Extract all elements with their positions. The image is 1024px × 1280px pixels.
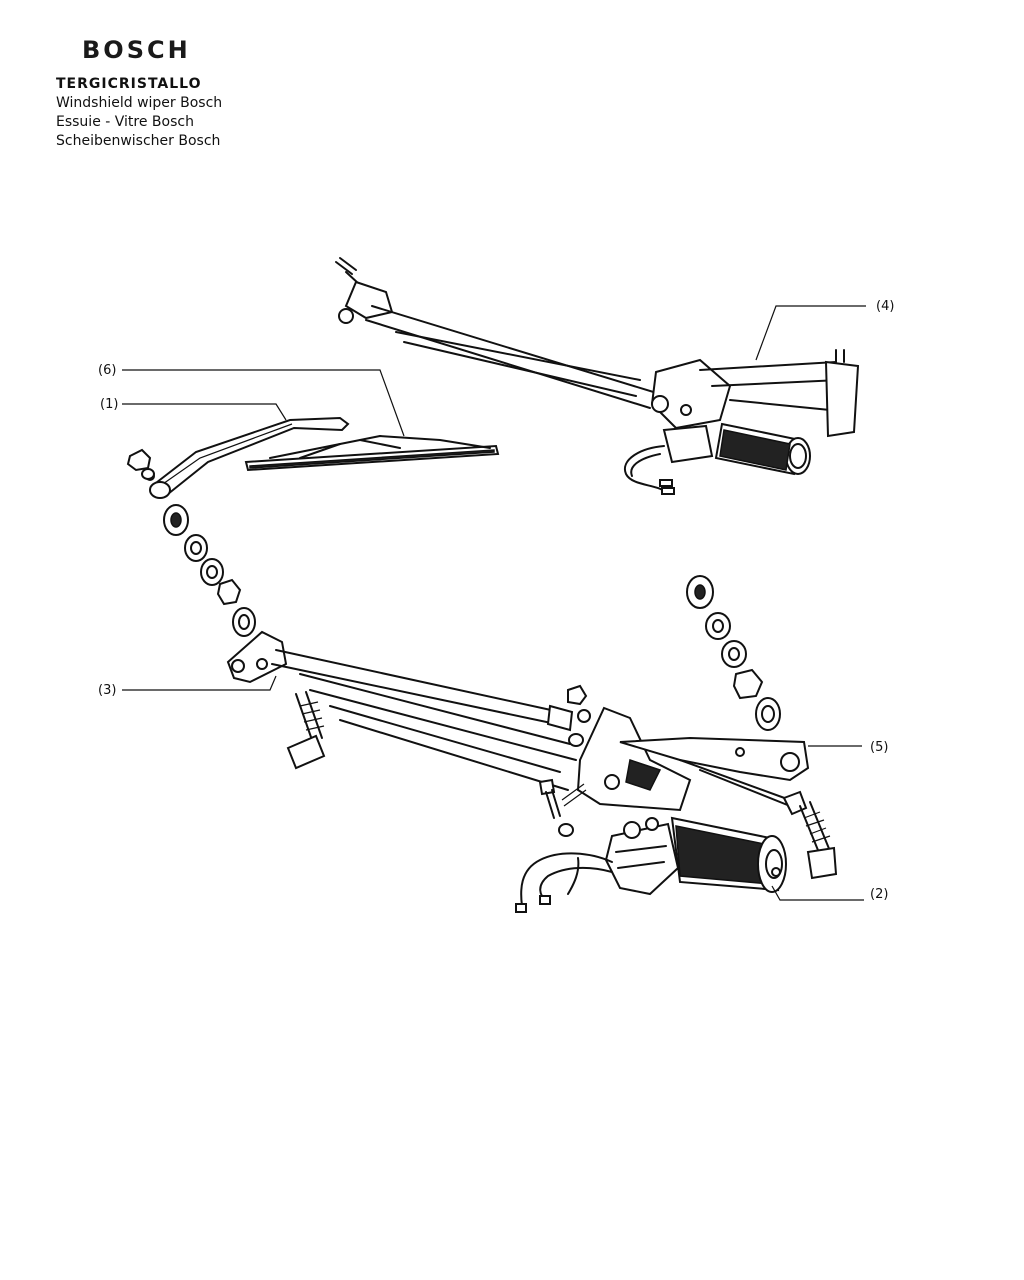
hardware-stack-right — [686, 575, 781, 731]
center-bolt — [538, 778, 587, 837]
callout-4: (4) — [876, 299, 894, 314]
callout-1: (1) — [100, 397, 118, 412]
leader-lines — [122, 305, 866, 901]
motor-bracket — [619, 736, 838, 880]
callout-2: (2) — [870, 887, 888, 902]
page-title: TERGICRISTALLO — [56, 76, 202, 92]
wiper-arm — [145, 416, 350, 499]
wiper-blade — [244, 435, 500, 472]
title-block: TERGICRISTALLO Windshield wiper Bosch Es… — [56, 76, 222, 151]
brand-logo: BOSCH — [82, 36, 191, 64]
subtitle-fr: Essuie - Vitre Bosch — [56, 114, 194, 130]
callout-5: (5) — [870, 740, 888, 755]
lower-linkage-assembly — [226, 630, 692, 812]
hardware-stack-left — [126, 448, 256, 637]
subtitle-en: Windshield wiper Bosch — [56, 95, 223, 111]
callout-6: (6) — [98, 363, 116, 378]
subtitle-de: Scheibenwischer Bosch — [56, 133, 221, 149]
wiper-motor — [515, 816, 787, 913]
callout-3: (3) — [98, 683, 116, 698]
upper-linkage-assembly — [335, 257, 860, 495]
